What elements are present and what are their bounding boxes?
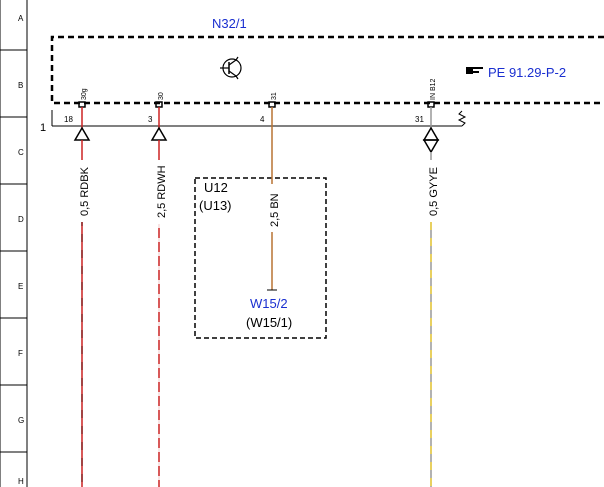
connector-strip: 1 18 3 4 31 bbox=[40, 110, 467, 134]
row-label-h: H bbox=[18, 477, 24, 486]
wire-rdwh: 2,5 RDWH bbox=[150, 107, 168, 487]
wire-gyye: 0,5 GYYE bbox=[422, 107, 440, 487]
pin-4: 4 bbox=[260, 115, 265, 124]
module-name: N32/1 bbox=[212, 16, 247, 31]
ground-box-alt-name: (U13) bbox=[199, 198, 232, 213]
row-label-e: E bbox=[18, 282, 23, 291]
pin-18: 18 bbox=[64, 115, 73, 124]
module-box: N32/1 PE 91.29-P-2 bbox=[50, 16, 604, 105]
pin-internal-in-b12: IN B12 bbox=[430, 78, 437, 100]
wire-label-bn: 2,5 BN bbox=[269, 193, 281, 227]
wire-rdbk: 0,5 RDBK bbox=[73, 107, 91, 487]
transistor-icon bbox=[220, 56, 242, 80]
row-label-g: G bbox=[18, 416, 24, 425]
module-reference: PE 91.29-P-2 bbox=[488, 65, 566, 80]
ground-box: U12 (U13) W15/2 (W15/1) bbox=[194, 177, 327, 339]
row-label-f: F bbox=[18, 349, 23, 358]
row-label-b: B bbox=[18, 81, 23, 90]
connector-label: 1 bbox=[40, 122, 46, 134]
wire-label-gyye: 0,5 GYYE bbox=[428, 167, 440, 216]
pin-3: 3 bbox=[148, 115, 153, 124]
pin-internal-30: 30 bbox=[158, 92, 165, 100]
wire-bn: 2,5 BN bbox=[267, 107, 281, 291]
pointing-hand-icon bbox=[466, 67, 483, 74]
row-label-c: C bbox=[18, 148, 24, 157]
pin-internal-31: 31 bbox=[271, 92, 278, 100]
pin-31: 31 bbox=[415, 115, 424, 124]
component-w15-1: (W15/1) bbox=[246, 315, 292, 330]
component-w15-2: W15/2 bbox=[250, 296, 288, 311]
row-label-a: A bbox=[18, 14, 24, 23]
ground-box-name: U12 bbox=[204, 180, 228, 195]
row-label-d: D bbox=[18, 215, 24, 224]
row-ruler: A B C D E F G H bbox=[0, 0, 28, 487]
pin-internal-30g: 30g bbox=[81, 88, 88, 100]
wire-label-rdwh: 2,5 RDWH bbox=[156, 165, 168, 218]
wire-label-rdbk: 0,5 RDBK bbox=[79, 166, 91, 216]
